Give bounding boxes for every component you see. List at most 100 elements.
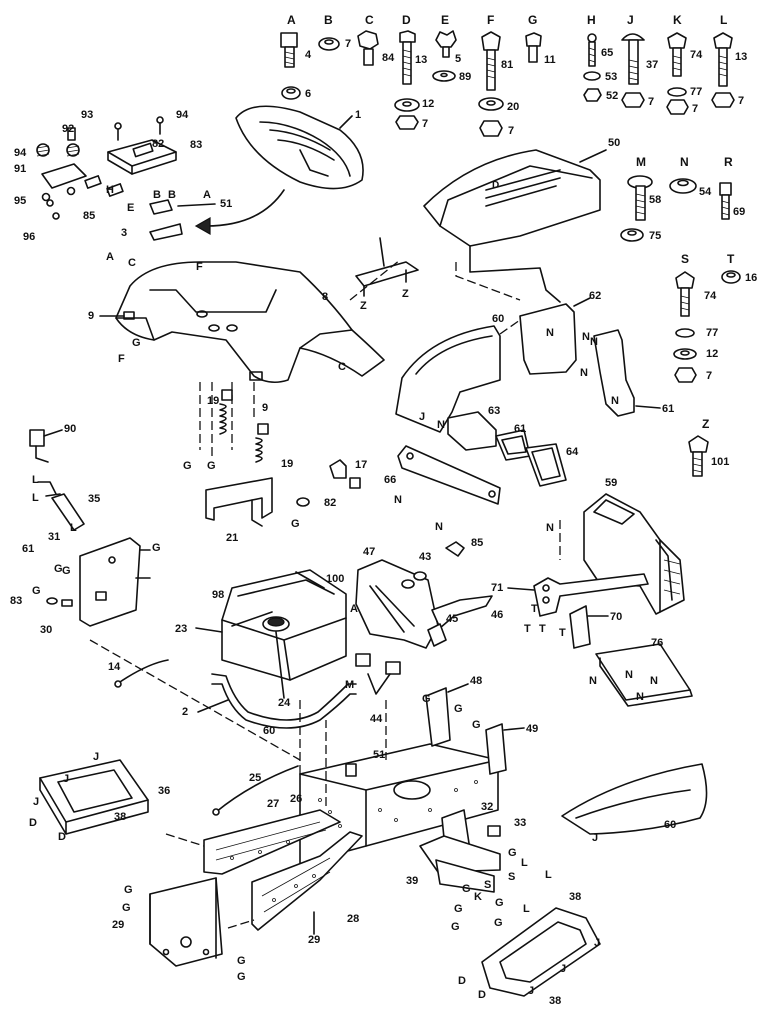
part-33-b: 33 — [514, 817, 526, 829]
part-30: 30 — [40, 624, 52, 636]
hw-letter-K: K — [673, 13, 682, 27]
ref-L-3: L — [70, 522, 77, 534]
part-96: 95 — [14, 195, 26, 207]
part-21: 21 — [226, 532, 238, 544]
steering-support: 59 71 T T T 70 T 76 N N N N — [491, 477, 693, 707]
hw-S-12: 12 — [706, 348, 718, 360]
ref-G-4: G — [291, 518, 300, 530]
ref-A-2: A — [106, 251, 114, 263]
hw-S-7: 7 — [706, 370, 712, 382]
part-82: 83 — [10, 595, 22, 607]
hw-D-7: 7 — [422, 118, 428, 130]
ref-T-3: T — [539, 623, 546, 635]
hw-N-54: 54 — [699, 186, 712, 198]
ref-G-16: G — [494, 917, 503, 929]
main-frame: 27 28 29 25 26 51 48 G G 49 G — [165, 675, 538, 946]
part-26: 26 — [290, 793, 302, 805]
part-27-b: 28 — [347, 913, 359, 925]
hw-S-74: 74 — [704, 290, 717, 302]
part-61: 60 — [664, 819, 676, 831]
ref-G-21: G — [237, 971, 246, 983]
hw-letter-H: H — [587, 13, 596, 27]
hw-letter-M: M — [636, 155, 646, 169]
part-49: 49 — [526, 723, 538, 735]
ref-N-5: N — [611, 395, 619, 407]
part-47: 47 — [363, 546, 375, 558]
hw-H-53: 53 — [605, 71, 617, 83]
hw-D-13: 13 — [415, 54, 427, 66]
ref-G-9: G — [422, 693, 431, 705]
part-43: 43 — [419, 551, 431, 563]
hw-B-7: 7 — [345, 38, 351, 50]
part-14: 14 — [108, 661, 121, 673]
hw-A-4: 4 — [305, 49, 312, 61]
ref-H-2: J — [592, 832, 598, 844]
part-90: 82 — [152, 138, 164, 150]
hw-L-13: 13 — [735, 51, 747, 63]
ref-D-2: D — [58, 831, 66, 843]
ref-G-5: G — [54, 563, 63, 575]
footrest-right: 32 39 33 K S S G L L L G G G G G 38 J J … — [406, 763, 708, 1007]
hw-letter-L: L — [720, 13, 727, 27]
ref-Z-2: Z — [402, 288, 409, 300]
ref-J-6: J — [528, 985, 534, 997]
part-76: 76 — [651, 637, 663, 649]
hw-H-52: 52 — [606, 90, 618, 102]
part-45: 45 — [446, 613, 458, 625]
ref-J-5: J — [560, 963, 566, 975]
ref-N-9: N — [546, 522, 554, 534]
brake-linkage: 90 L L 35 L 31 61 G G G 83 30 G — [10, 423, 161, 636]
hw-A-6: 6 — [305, 88, 311, 100]
fuel-tank: 98 100 23 24 2 60 M 14 — [108, 569, 357, 737]
hw-letter-T: T — [727, 252, 735, 266]
ref-N-7: N — [394, 494, 402, 506]
hw-T-16: 16 — [745, 272, 757, 284]
hw-letter-D: D — [402, 13, 411, 27]
part-38-a: 38 — [114, 811, 126, 823]
assembly-dash-lines — [89, 259, 561, 761]
hw-letter-E: E — [441, 13, 449, 27]
ref-N-4: N — [580, 367, 588, 379]
part-71: 71 — [491, 582, 503, 594]
ref-M-1: M — [345, 679, 354, 691]
ref-D-4: D — [478, 989, 486, 1001]
part-94-a: 93 — [81, 109, 93, 121]
rear-bracket: G G 29 G G — [112, 877, 246, 983]
hw-D-12: 12 — [422, 98, 434, 110]
hw-E-5: 5 — [455, 53, 461, 65]
ref-K-1: K — [474, 891, 482, 903]
ref-G-20: G — [237, 955, 246, 967]
hardware-key-lower: S 74 77 12 7 T 16 Z 101 — [673, 252, 757, 477]
part-95: 94 — [14, 147, 27, 159]
part-98-b: 100 — [326, 573, 344, 585]
part-24: 24 — [278, 697, 291, 709]
ref-G-19: G — [122, 902, 131, 914]
ref-N-10: N — [589, 675, 597, 687]
ref-F-2: F — [118, 353, 125, 365]
part-83: 85 — [471, 537, 483, 549]
hw-K-77: 77 — [690, 86, 702, 98]
ref-N-1: N — [437, 419, 445, 431]
hardware-key-top: A 4 6 B 7 C 84 D 13 12 7 E 5 89 F — [280, 13, 747, 137]
ref-C-1: C — [128, 257, 136, 269]
part-44: 44 — [370, 713, 383, 725]
part-67: 63 — [488, 405, 500, 417]
part-36: 38 — [569, 891, 581, 903]
ref-G-12: G — [508, 847, 517, 859]
ref-G-11: G — [472, 719, 481, 731]
ref-J-2: J — [63, 773, 69, 785]
ref-N-6: N — [590, 336, 598, 348]
part-19-a: 19 — [207, 395, 219, 407]
hw-F-7: 7 — [508, 125, 514, 137]
hw-letter-B: B — [324, 13, 333, 27]
ref-J-3: J — [33, 796, 39, 808]
part-94-b: 94 — [176, 109, 189, 121]
part-35: 36 — [158, 785, 170, 797]
ref-G-1: G — [132, 337, 141, 349]
part-9-b: 9 — [262, 402, 268, 414]
ref-N-13: N — [636, 691, 644, 703]
part-63-a: 61 — [662, 403, 674, 415]
hw-M-75: 75 — [649, 230, 661, 242]
part-48: 48 — [470, 675, 482, 687]
